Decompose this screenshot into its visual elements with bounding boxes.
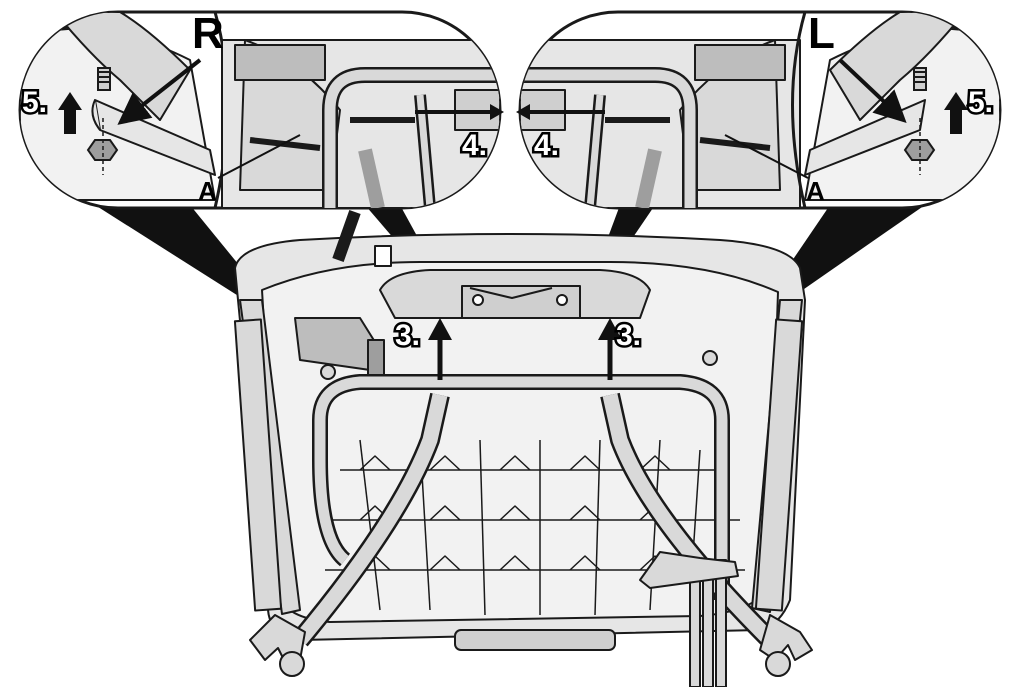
wheel-left (320, 364, 336, 380)
double-arrow-icon (516, 104, 605, 120)
bolt-icon (97, 67, 111, 91)
arrow-up-icon (944, 92, 968, 134)
step-label-4-right: 4. (534, 129, 559, 162)
step-label-3-right: 3. (616, 319, 641, 352)
front-strip (454, 629, 616, 651)
mower-deck-main-view (233, 209, 813, 687)
part-label-a-left: A (806, 176, 825, 206)
bolt-icon (913, 67, 927, 91)
top-clip (374, 245, 392, 267)
detail-bubble-right (516, 10, 1002, 210)
step-label-5-right: 5. (968, 86, 993, 119)
wheel-right (702, 350, 718, 366)
lever-bundle (639, 551, 739, 687)
right-strap (754, 318, 804, 612)
arrow-up-icon (598, 318, 622, 380)
double-arrow-icon (415, 104, 504, 120)
part-label-a-right: A (198, 176, 217, 206)
step-label-5-left: 5. (22, 86, 47, 119)
left-strap (233, 318, 283, 612)
fork-right (759, 614, 813, 677)
step-label-4-left: 4. (462, 129, 487, 162)
detail-bubble-left (18, 10, 504, 210)
step-label-3-left: 3. (395, 319, 420, 352)
rear-pole (332, 209, 361, 263)
arrow-up-icon (428, 318, 452, 380)
side-label-left: L (808, 9, 835, 58)
fork-left (249, 614, 306, 677)
arrow-up-icon (58, 92, 82, 134)
side-label-right: R (192, 9, 224, 58)
